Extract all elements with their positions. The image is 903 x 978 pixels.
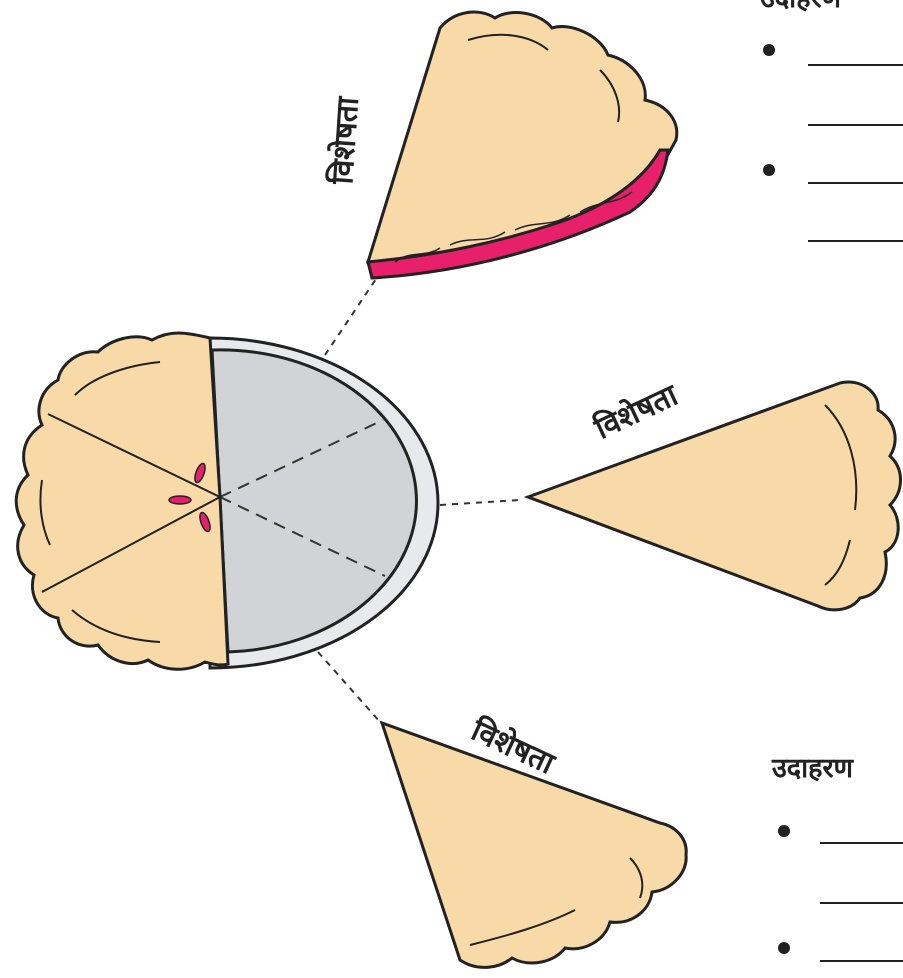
examples-heading-bottom: उदाहरण (772, 748, 853, 785)
answer-blank-top-1b[interactable] (808, 124, 903, 126)
answer-blank-bottom-2a[interactable] (820, 960, 903, 962)
answer-blank-top-2b[interactable] (808, 240, 903, 242)
answer-blank-top-2a[interactable] (808, 182, 903, 184)
connector-bot (318, 652, 380, 722)
answer-blank-bottom-1a[interactable] (820, 842, 903, 844)
pie-crust-half (16, 333, 228, 669)
bullet-bottom-2 (778, 942, 790, 954)
bullet-top-2 (763, 164, 775, 176)
answer-blank-bottom-1b[interactable] (820, 902, 903, 904)
characteristic-label-top: विशेषता (320, 96, 367, 186)
answer-blank-top-1a[interactable] (808, 64, 903, 66)
bullet-bottom-1 (778, 825, 790, 837)
pie-slice-top (368, 12, 677, 278)
pie-plate (210, 338, 438, 668)
pie-slice-middle (528, 382, 901, 610)
examples-heading-top: उदाहरण (760, 0, 841, 15)
connector-top (325, 270, 382, 355)
connector-mid (440, 500, 520, 505)
bullet-top-1 (763, 44, 775, 56)
